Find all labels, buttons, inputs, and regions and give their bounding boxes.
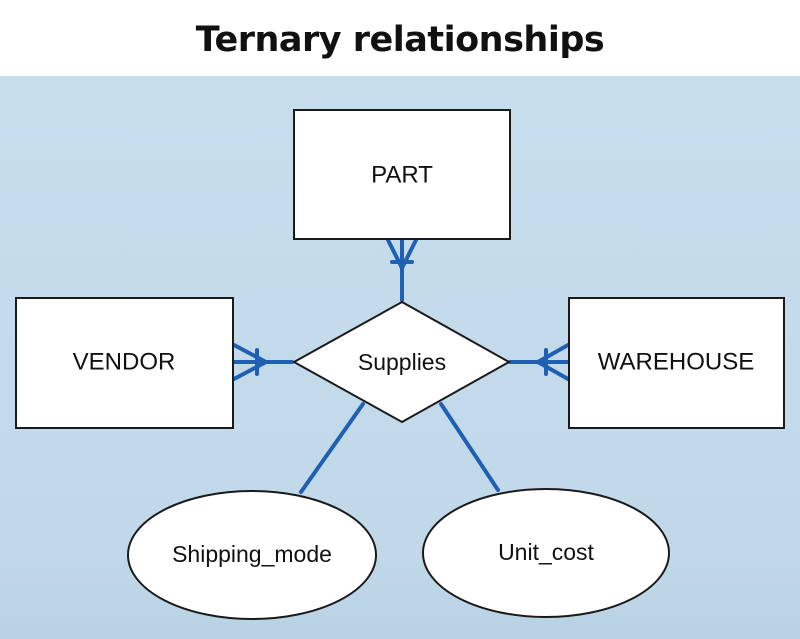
attribute-unit-cost-label: Unit_cost <box>498 539 594 565</box>
attribute-unit-cost[interactable]: Unit_cost <box>422 488 670 618</box>
entity-vendor-label: VENDOR <box>73 348 176 375</box>
shipping-mode-connector <box>299 402 365 494</box>
entity-part-label: PART <box>371 161 433 188</box>
relationship-label: Supplies <box>358 349 446 375</box>
part-connector <box>386 238 418 302</box>
relationship-diamond <box>291 300 512 424</box>
entity-vendor-box <box>15 297 234 429</box>
relationship-supplies[interactable]: Supplies <box>291 300 512 424</box>
er-diagram: PART VENDOR WAREHOUSE Supplies Shipping_… <box>0 76 800 639</box>
page-title: Ternary relationships <box>195 20 605 60</box>
attribute-unit-cost-ellipse <box>422 488 670 618</box>
attribute-shipping-mode-ellipse <box>127 490 377 620</box>
entity-warehouse-label: WAREHOUSE <box>598 348 754 375</box>
attribute-shipping-mode[interactable]: Shipping_mode <box>127 490 377 620</box>
entity-warehouse[interactable]: WAREHOUSE <box>568 297 785 429</box>
entity-part[interactable]: PART <box>293 109 511 240</box>
connectors <box>232 238 570 494</box>
title-band: Ternary relationships <box>0 0 800 76</box>
unit-cost-connector <box>439 402 500 492</box>
warehouse-connector <box>508 343 570 381</box>
entity-part-box <box>293 109 511 240</box>
entity-warehouse-box <box>568 297 785 429</box>
vendor-connector <box>232 343 294 381</box>
entity-vendor[interactable]: VENDOR <box>15 297 234 429</box>
attribute-shipping-mode-label: Shipping_mode <box>172 541 332 567</box>
